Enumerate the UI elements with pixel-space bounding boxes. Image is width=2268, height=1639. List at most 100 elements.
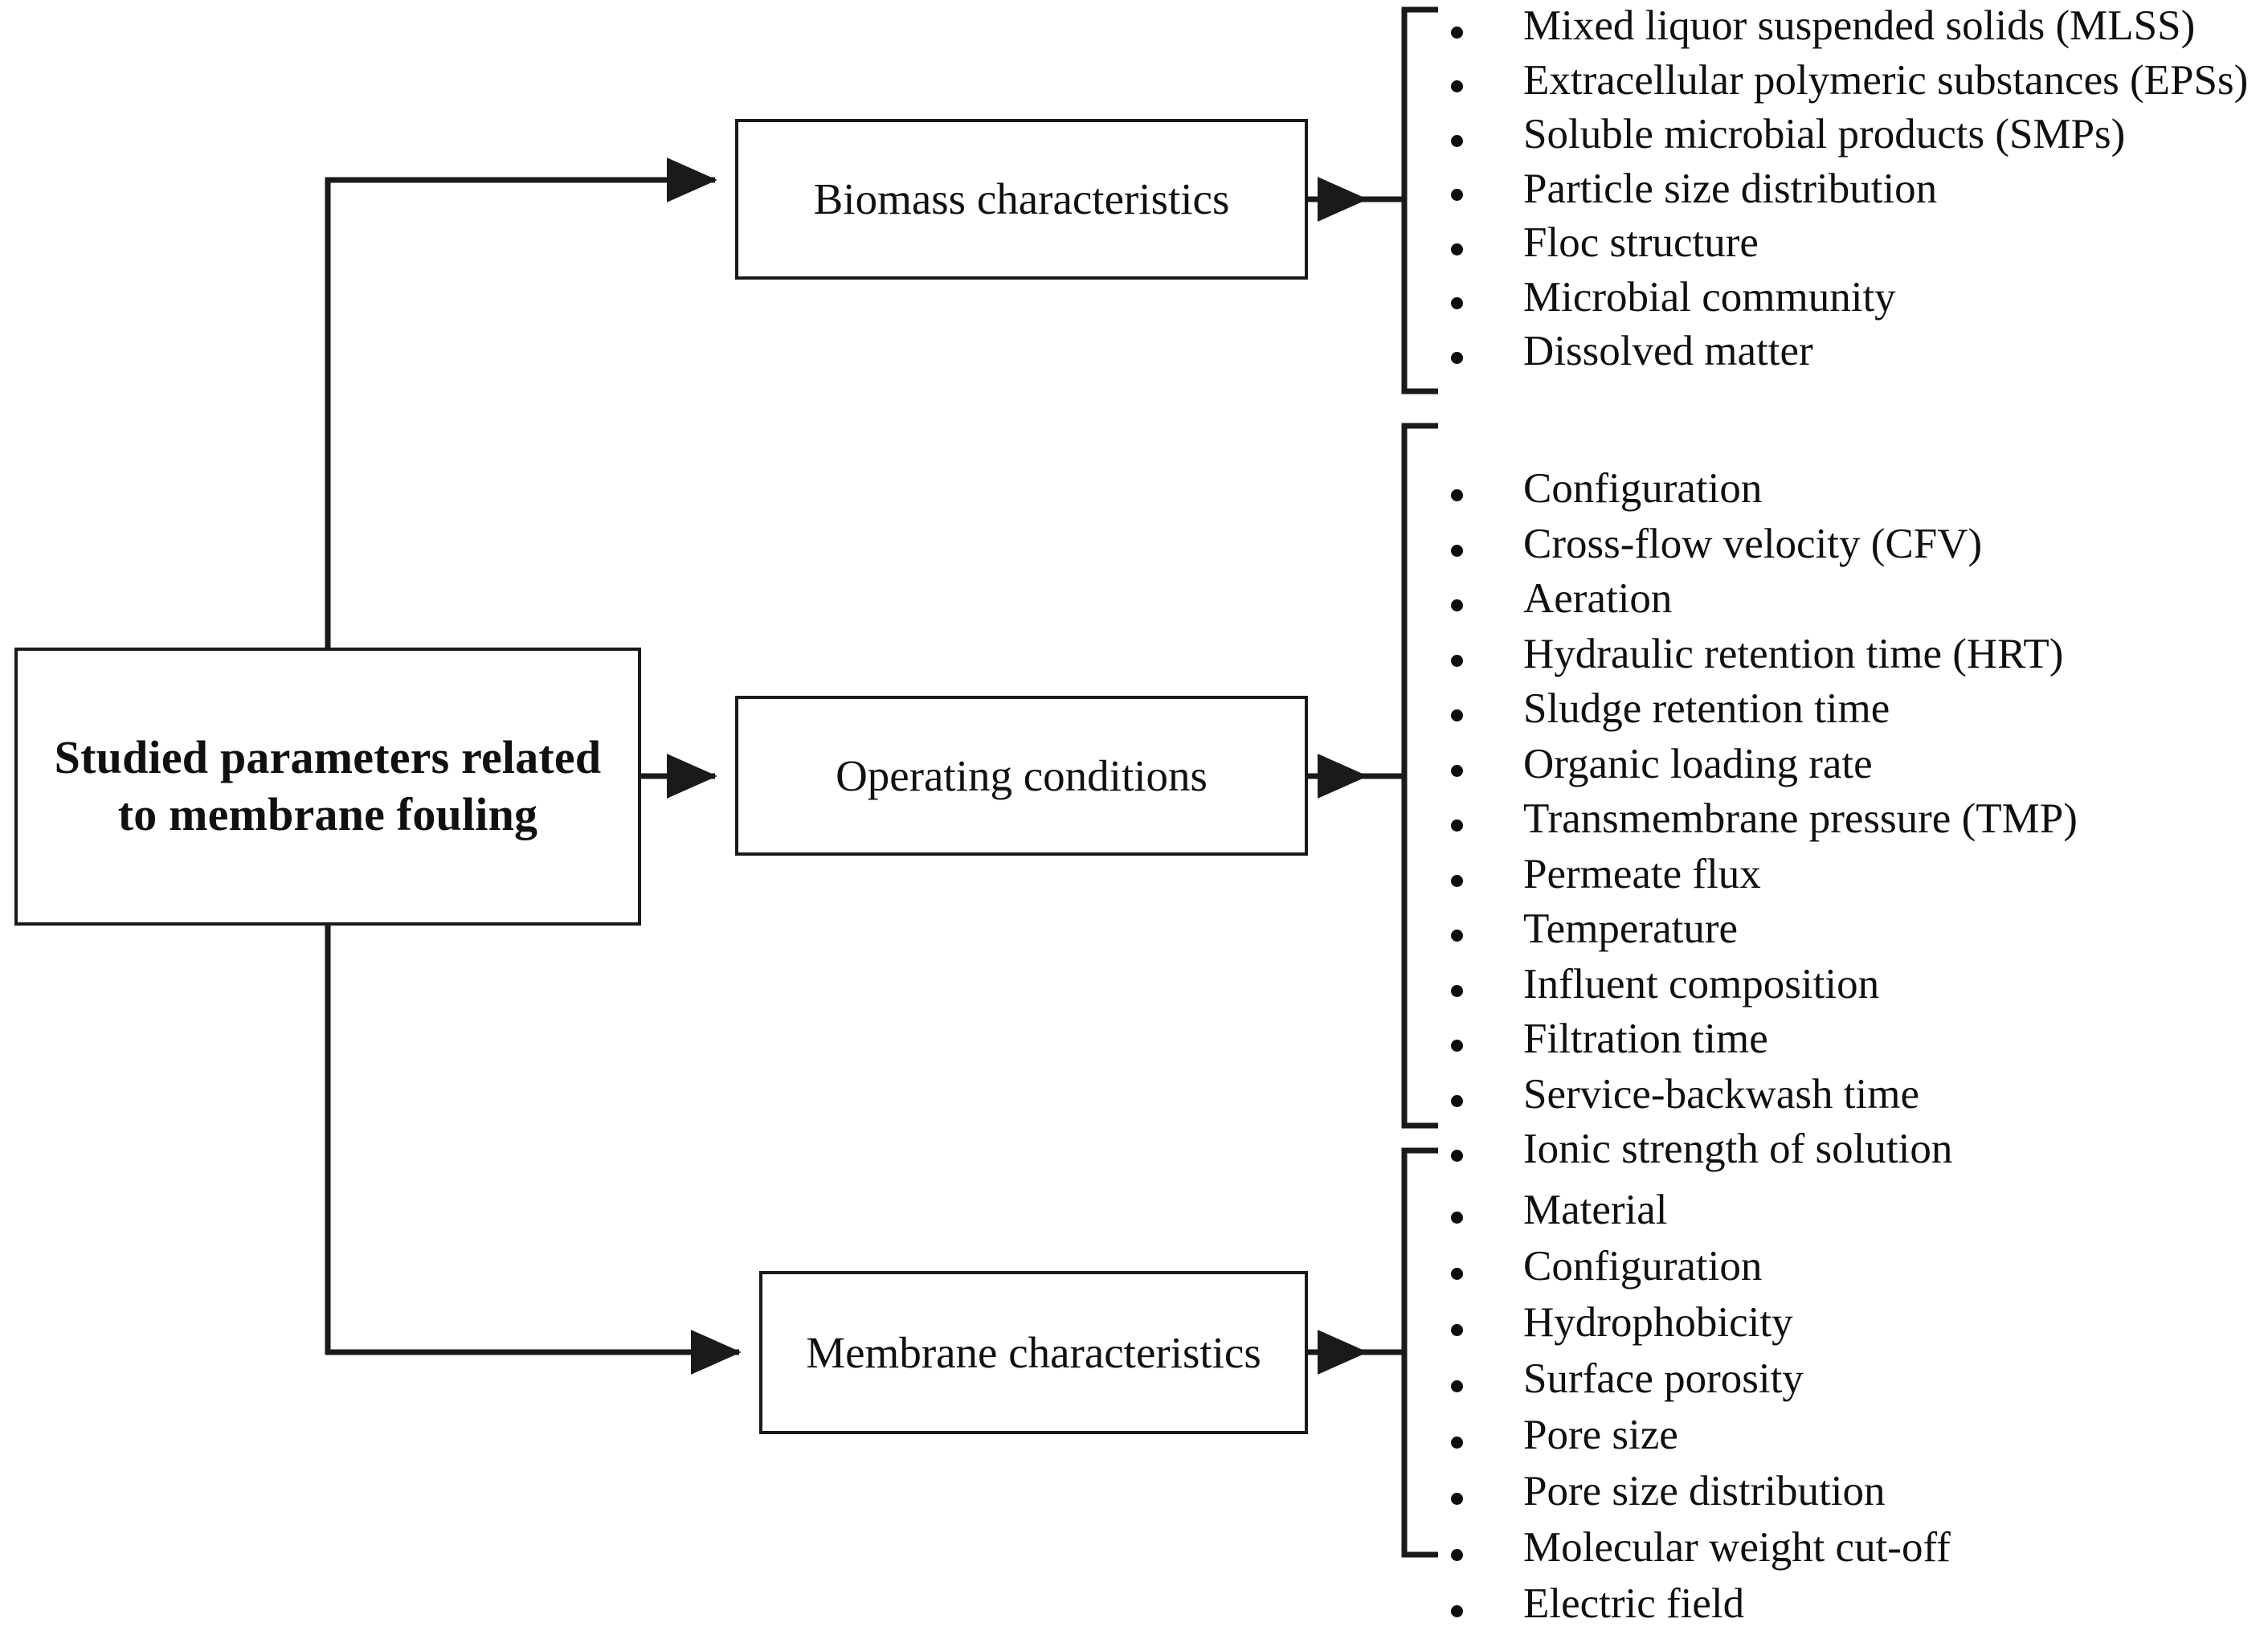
bullet-list-item: Temperature xyxy=(1446,908,2078,963)
bullet-point-icon xyxy=(1451,544,1463,557)
bullet-list-item: Influent composition xyxy=(1446,963,2078,1019)
bullet-list-item-label: Pore size distribution xyxy=(1523,1468,1886,1514)
bracket-operating-list xyxy=(1401,423,1438,1129)
bullet-list-item: Service-backwash time xyxy=(1446,1073,2078,1129)
bullet-list: Mixed liquor suspended solids (MLSS) Extr… xyxy=(1446,5,2248,385)
bullet-point-icon xyxy=(1451,1212,1463,1224)
root-node-label: Studied parameters related to membrane f… xyxy=(54,731,602,840)
bullet-list-item-label: Configuration xyxy=(1523,465,1763,512)
bullet-list-item-label: Configuration xyxy=(1523,1243,1763,1290)
bullet-list-item-label: Organic loading rate xyxy=(1523,740,1873,787)
bullet-list-item-label: Material xyxy=(1523,1187,1668,1233)
bullet-list-item: Configuration xyxy=(1446,468,2078,523)
diagram-canvas: Studied parameters related to membrane f… xyxy=(14,4,2249,1625)
bullet-list-item-label: Surface porosity xyxy=(1523,1355,1804,1402)
connector-root-to-membrane xyxy=(325,926,742,1375)
branch-node-label: Biomass characteristics xyxy=(813,174,1230,224)
bullet-list-item-label: Hydraulic retention time (HRT) xyxy=(1523,630,2064,677)
bullet-list-item: Filtration time xyxy=(1446,1018,2078,1073)
bullet-point-icon xyxy=(1451,820,1463,832)
bullet-list-item-label: Soluble microbial products (SMPs) xyxy=(1523,111,2126,157)
bullet-list-item: Permeate flux xyxy=(1446,850,2078,909)
bullet-list-item: Sludge retention time xyxy=(1446,688,2078,743)
bullet-point-icon xyxy=(1451,599,1463,612)
bullet-list-item: Molecular weight cut-off xyxy=(1446,1527,1951,1583)
bullet-point-icon xyxy=(1451,1268,1463,1280)
bullet-point-icon xyxy=(1451,1040,1463,1052)
bullet-list-item: Material xyxy=(1446,1189,1951,1245)
bullet-point-icon xyxy=(1451,1094,1463,1107)
bullet-list-item-label: Temperature xyxy=(1523,905,1739,952)
leaf-list-biomass-characteristics: Mixed liquor suspended solids (MLSS) Extr… xyxy=(1446,5,2248,385)
bullet-list-item: Ionic strength of solution xyxy=(1446,1128,2078,1183)
bullet-list-item-label: Permeate flux xyxy=(1523,850,1761,897)
bullet-list-item: Extracellular polymeric substances (EPSs… xyxy=(1446,59,2248,114)
bullet-list-item-label: Floc structure xyxy=(1523,219,1759,266)
bullet-list-item-label: Sludge retention time xyxy=(1523,685,1890,732)
bullet-point-icon xyxy=(1451,489,1463,502)
bullet-point-icon xyxy=(1451,1150,1463,1163)
bullet-list-item: Pore size xyxy=(1446,1414,1951,1470)
bullet-list-item-label: Dissolved matter xyxy=(1523,328,1813,374)
bullet-point-icon xyxy=(1451,1324,1463,1336)
bullet-point-icon xyxy=(1451,1380,1463,1392)
bullet-point-icon xyxy=(1451,764,1463,777)
branch-node-membrane-characteristics[interactable]: Membrane characteristics xyxy=(759,1271,1308,1434)
bullet-list-item: Particle size distribution xyxy=(1446,165,2248,223)
bullet-list-item-label: Extracellular polymeric substances (EPSs… xyxy=(1523,56,2249,104)
bullet-point-icon xyxy=(1451,297,1463,310)
bullet-list-item: Floc structure xyxy=(1446,222,2248,276)
bullet-list-item-label: Aeration xyxy=(1523,575,1673,622)
bullet-point-icon xyxy=(1451,654,1463,667)
bullet-list-item: Transmembrane pressure (TMP) xyxy=(1446,798,2078,853)
root-node-studied-parameters[interactable]: Studied parameters related to membrane f… xyxy=(14,648,641,926)
bullet-point-icon xyxy=(1451,80,1463,93)
bullet-list-item-label: Particle size distribution xyxy=(1523,165,1938,212)
bullet-list-item-label: Cross-flow velocity (CFV) xyxy=(1523,520,1983,567)
bullet-list-item: Hydrophobicity xyxy=(1446,1302,1951,1358)
bullet-list-item-label: Molecular weight cut-off xyxy=(1523,1524,1951,1571)
bullet-list-item-label: Filtration time xyxy=(1523,1016,1768,1062)
bullet-point-icon xyxy=(1451,930,1463,942)
bullet-point-icon xyxy=(1451,26,1463,39)
bracket-biomass-list xyxy=(1401,6,1438,394)
bullet-point-icon xyxy=(1451,243,1463,255)
bullet-list-item-label: Pore size xyxy=(1523,1412,1678,1458)
bullet-list-item-label: Ionic strength of solution xyxy=(1523,1126,1953,1172)
bullet-point-icon xyxy=(1451,351,1463,364)
bullet-list-item-label: Electric field xyxy=(1523,1580,1745,1627)
bullet-point-icon xyxy=(1451,874,1463,887)
bullet-list-item: Aeration xyxy=(1446,578,2078,633)
bullet-point-icon xyxy=(1451,1605,1463,1617)
bullet-point-icon xyxy=(1451,709,1463,722)
bullet-point-icon xyxy=(1451,1437,1463,1449)
branch-node-operating-conditions[interactable]: Operating conditions xyxy=(735,696,1308,856)
bullet-list-item-label: Service-backwash time xyxy=(1523,1070,1919,1118)
bullet-list-item: Electric field xyxy=(1446,1583,1951,1639)
bullet-point-icon xyxy=(1451,134,1463,147)
branch-node-biomass-characteristics[interactable]: Biomass characteristics xyxy=(735,119,1308,280)
branch-node-label: Membrane characteristics xyxy=(806,1327,1261,1377)
bullet-list-item-label: Microbial community xyxy=(1523,273,1896,321)
bullet-point-icon xyxy=(1451,189,1463,202)
bullet-list-item: Surface porosity xyxy=(1446,1358,1951,1414)
bullet-list-item: Microbial community xyxy=(1446,276,2248,331)
connector-root-to-biomass xyxy=(325,157,717,648)
bullet-point-icon xyxy=(1451,1549,1463,1561)
bullet-list-item: Configuration xyxy=(1446,1245,1951,1302)
bullet-list-item: Organic loading rate xyxy=(1446,740,2078,799)
bracket-membrane-list xyxy=(1401,1147,1438,1558)
bullet-list-item-label: Mixed liquor suspended solids (MLSS) xyxy=(1523,2,2196,49)
bullet-point-icon xyxy=(1451,984,1463,997)
bullet-list-item: Dissolved matter xyxy=(1446,330,2248,385)
bullet-list-item: Mixed liquor suspended solids (MLSS) xyxy=(1446,5,2248,59)
bullet-point-icon xyxy=(1451,1493,1463,1505)
bullet-list-item-label: Hydrophobicity xyxy=(1523,1299,1793,1346)
bullet-list-item: Soluble microbial products (SMPs) xyxy=(1446,113,2248,168)
bullet-list-item-label: Transmembrane pressure (TMP) xyxy=(1523,795,2078,842)
bullet-list-item: Pore size distribution xyxy=(1446,1470,1951,1527)
